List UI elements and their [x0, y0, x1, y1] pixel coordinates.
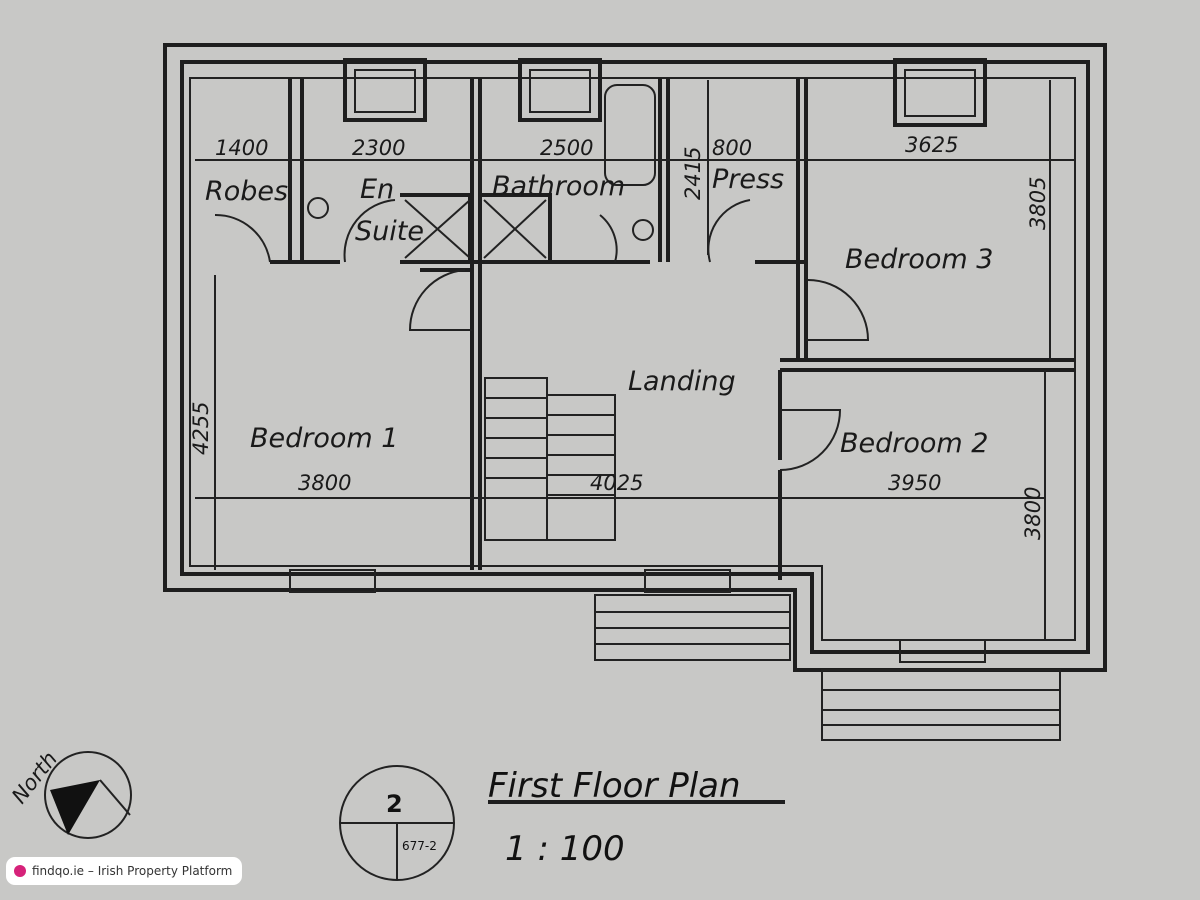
dim-press-width: 800	[712, 136, 752, 160]
section-sheet: 677-2	[402, 839, 437, 853]
dim-bathroom-depth: 2415	[681, 147, 705, 200]
outer-walls	[163, 43, 1107, 672]
north-compass	[44, 751, 132, 839]
room-label-robes: Robes	[205, 176, 288, 207]
room-label-press: Press	[712, 164, 784, 195]
dim-bedroom3-depth: 3805	[1026, 177, 1050, 230]
room-label-bedroom3: Bedroom 3	[845, 244, 993, 275]
plan-title: First Floor Plan	[488, 766, 741, 806]
windows	[289, 58, 987, 663]
staircase	[484, 377, 616, 541]
dim-bathroom-width: 2500	[540, 136, 593, 160]
plan-scale: 1 : 100	[505, 829, 625, 869]
dim-landing-width: 4025	[590, 471, 643, 495]
room-label-en-suite-2: Suite	[355, 216, 424, 247]
partitions	[270, 78, 1075, 580]
section-number: 2	[386, 790, 403, 818]
room-label-en-suite-1: En	[360, 174, 394, 205]
dim-bedroom2-width: 3950	[888, 471, 941, 495]
dim-bedroom2-depth: 3800	[1021, 487, 1045, 540]
room-label-bedroom2: Bedroom 2	[840, 428, 988, 459]
globe-icon	[14, 865, 26, 877]
dim-bedroom3-width: 3625	[905, 133, 958, 157]
dim-robes-width: 1400	[215, 136, 268, 160]
badge-text: findqo.ie – Irish Property Platform	[32, 864, 233, 878]
dim-bedroom1-depth: 4255	[189, 402, 213, 455]
dim-bedroom1-width: 3800	[298, 471, 351, 495]
dim-en-suite-width: 2300	[352, 136, 405, 160]
room-label-bedroom1: Bedroom 1	[250, 423, 398, 454]
section-marker	[339, 765, 455, 881]
watermark-badge[interactable]: findqo.ie – Irish Property Platform	[6, 857, 243, 885]
porch-steps	[594, 594, 1061, 741]
room-label-bathroom: Bathroom	[492, 171, 625, 202]
room-label-landing: Landing	[628, 366, 736, 397]
dimension-lines	[195, 80, 1075, 640]
